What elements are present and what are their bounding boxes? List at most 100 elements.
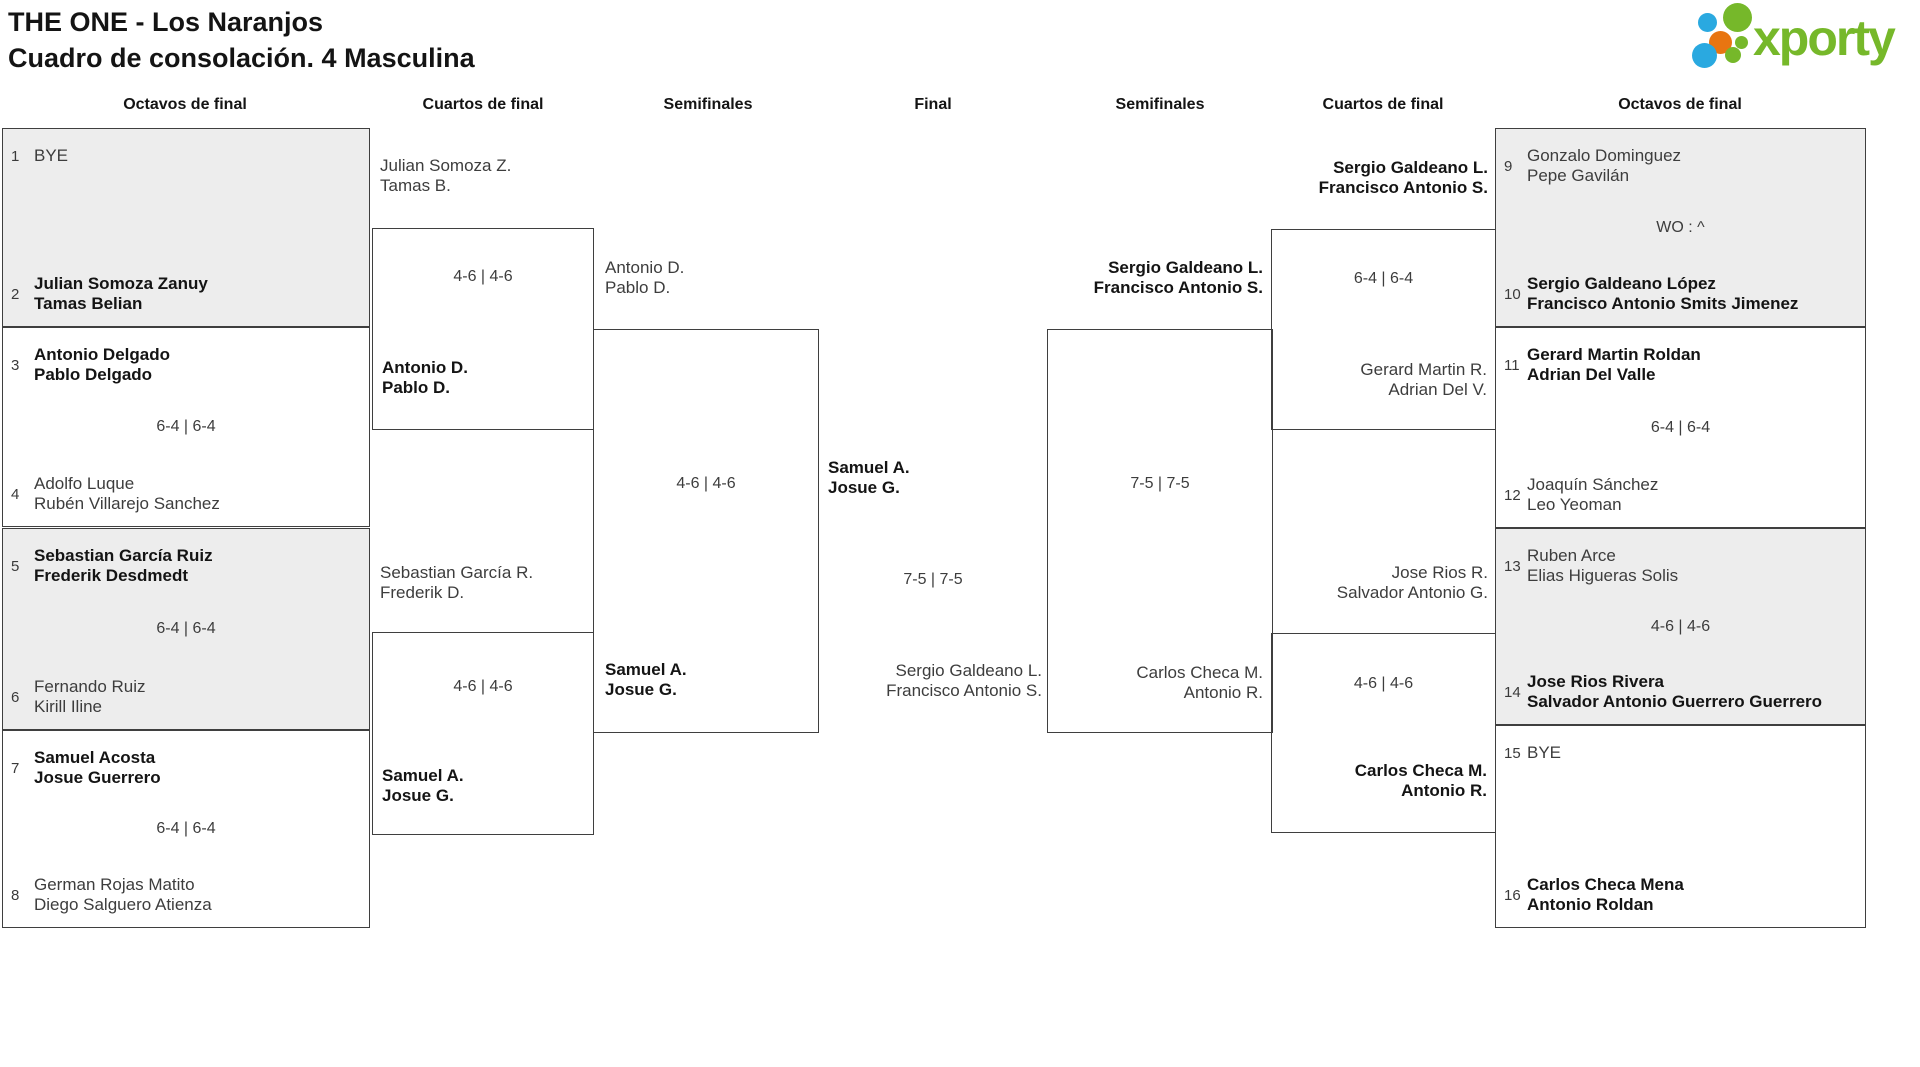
team-names: BYE [1527,743,1562,762]
seed-number: 8 [11,886,20,904]
team-names-winner: Carlos Checa M. Antonio R. [1354,761,1487,800]
seed-number: 11 [1504,356,1520,374]
bracket-rect-qf-left-1 [372,228,594,430]
team-names: Sebastian García R. Frederik D. [380,563,534,602]
team-names: Adolfo Luque Rubén Villarejo Sanchez [34,474,220,513]
team-names: BYE [34,146,69,165]
match-score: 4-6 | 4-6 [1650,617,1711,635]
logo-wordmark: xporty [1753,10,1896,66]
round-header-octavos-right: Octavos de final [1618,96,1742,113]
round-header-octavos-left: Octavos de final [123,96,247,113]
team-row: 9 Gonzalo Dominguez Pepe Gavilán [1496,146,1865,186]
match-box-oct-right-3: 13 Ruben Arce Elias Higueras Solis 4-6 |… [1495,528,1866,725]
seed-number: 3 [11,356,20,374]
match-box-oct-right-2: 11 Gerard Martin Roldan Adrian Del Valle… [1495,327,1866,528]
match-box-oct-left-2: 3 Antonio Delgado Pablo Delgado 6-4 | 6-… [2,327,370,527]
team-names: Carlos Checa M. Antonio R. [1136,663,1263,702]
team-row: 12 Joaquín Sánchez Leo Yeoman [1496,475,1865,515]
team-row: 15 BYE [1496,743,1865,763]
bracket-rect-sf-right [1047,329,1273,733]
team-names: Sergio Galdeano L. Francisco Antonio S. [886,661,1042,700]
seed-number: 1 [11,147,20,165]
team-names: Gonzalo Dominguez Pepe Gavilán [1527,146,1682,185]
team-names-winner: Sergio Galdeano L. Francisco Antonio S. [1093,258,1263,297]
seed-number: 5 [11,557,20,575]
draw-name: Cuadro de consolación. 4 Masculina [8,43,475,73]
logo-dot-green-small-2 [1725,47,1741,63]
team-names: Joaquín Sánchez Leo Yeoman [1527,475,1659,514]
team-names: Julian Somoza Zanuy Tamas Belian [34,274,208,313]
team-names-champion: Samuel A. Josue G. [828,458,910,497]
team-row-winner: 16 Carlos Checa Mena Antonio Roldan [1496,875,1865,915]
seed-number: 7 [11,759,20,777]
seed-number: 9 [1504,157,1513,175]
team-row: 6 Fernando Ruiz Kirill Iline [3,677,369,717]
bracket-rect-sf-left [593,329,819,733]
team-row: 4 Adolfo Luque Rubén Villarejo Sanchez [3,474,369,514]
team-row-winner: 3 Antonio Delgado Pablo Delgado [3,345,369,385]
match-box-oct-left-3: 5 Sebastian García Ruiz Frederik Desdmed… [2,528,370,730]
match-score: 4-6 | 4-6 [453,678,513,695]
seed-number: 6 [11,688,20,706]
match-score: 7-5 | 7-5 [1130,475,1190,492]
match-score: 6-4 | 6-4 [156,620,216,637]
round-header-semis-right: Semifinales [1115,96,1205,113]
team-row-winner: 5 Sebastian García Ruiz Frederik Desdmed… [3,546,369,586]
team-names: German Rojas Matito Diego Salguero Atien… [34,875,212,914]
bracket-rect-qf-left-2 [372,632,594,835]
match-score: 6-4 | 6-4 [156,820,216,837]
team-names: Gerard Martin R. Adrian Del V. [1360,360,1487,399]
match-box-oct-right-4: 15 BYE 16 Carlos Checa Mena Antonio Rold… [1495,725,1866,928]
team-names-winner: Antonio D. Pablo D. [382,358,468,397]
page-title: THE ONE - Los Naranjos Cuadro de consola… [8,4,475,76]
seed-number: 15 [1504,744,1521,762]
team-names-winner: Sergio Galdeano L. Francisco Antonio S. [1318,158,1488,197]
team-names: Gerard Martin Roldan Adrian Del Valle [1527,345,1701,384]
match-box-oct-right-1: 9 Gonzalo Dominguez Pepe Gavilán WO : ^ … [1495,128,1866,327]
logo-dot-green-large [1723,3,1752,32]
team-names: Sergio Galdeano López Francisco Antonio … [1527,274,1799,313]
team-names: Jose Rios Rivera Salvador Antonio Guerre… [1527,672,1823,711]
round-header-cuartos-left: Cuartos de final [422,96,544,113]
team-names-winner: Samuel A. Josue G. [382,766,464,805]
team-names: Jose Rios R. Salvador Antonio G. [1336,563,1488,602]
match-score-walkover: WO : ^ [1656,218,1705,236]
logo-dot-green-small-1 [1735,36,1748,49]
team-names: Antonio D. Pablo D. [605,258,685,297]
match-box-oct-left-1: 1 BYE 2 Julian Somoza Zanuy Tamas Belian [2,128,370,327]
team-row-winner: 10 Sergio Galdeano López Francisco Anton… [1496,274,1865,314]
team-row-winner: 14 Jose Rios Rivera Salvador Antonio Gue… [1496,672,1865,712]
round-header-final: Final [914,96,952,113]
xporty-logo: xporty [1685,0,1917,72]
logo-dot-blue-large [1692,43,1717,68]
round-header-semis-left: Semifinales [663,96,753,113]
match-box-oct-left-4: 7 Samuel Acosta Josue Guerrero 6-4 | 6-4… [2,730,370,928]
bracket-rect-qf-right-2 [1271,633,1496,833]
team-names: Antonio Delgado Pablo Delgado [34,345,170,384]
seed-number: 10 [1504,285,1521,303]
team-row-winner: 11 Gerard Martin Roldan Adrian Del Valle [1496,345,1865,385]
logo-dot-blue-small [1698,13,1717,32]
team-names: Ruben Arce Elias Higueras Solis [1527,546,1679,585]
match-score: 6-4 | 6-4 [1353,270,1414,287]
seed-number: 14 [1504,683,1521,701]
team-row: 1 BYE [3,146,369,166]
team-names: Samuel Acosta Josue Guerrero [34,748,161,787]
team-names: Fernando Ruiz Kirill Iline [34,677,146,716]
team-names: Carlos Checa Mena Antonio Roldan [1527,875,1684,914]
team-names: Sebastian García Ruiz Frederik Desdmedt [34,546,213,585]
round-header-cuartos-right: Cuartos de final [1322,96,1444,113]
seed-number: 4 [11,485,20,503]
team-row: 13 Ruben Arce Elias Higueras Solis [1496,546,1865,586]
match-score: 6-4 | 6-4 [156,418,216,435]
seed-number: 16 [1504,886,1521,904]
seed-number: 13 [1504,557,1521,575]
match-score-final: 7-5 | 7-5 [903,571,963,588]
team-names-winner: Samuel A. Josue G. [605,660,687,699]
team-row: 8 German Rojas Matito Diego Salguero Ati… [3,875,369,915]
match-score: 4-6 | 4-6 [453,268,513,285]
team-row-winner: 2 Julian Somoza Zanuy Tamas Belian [3,274,369,314]
match-score: 4-6 | 4-6 [1353,675,1414,692]
match-score: 4-6 | 4-6 [676,475,736,492]
